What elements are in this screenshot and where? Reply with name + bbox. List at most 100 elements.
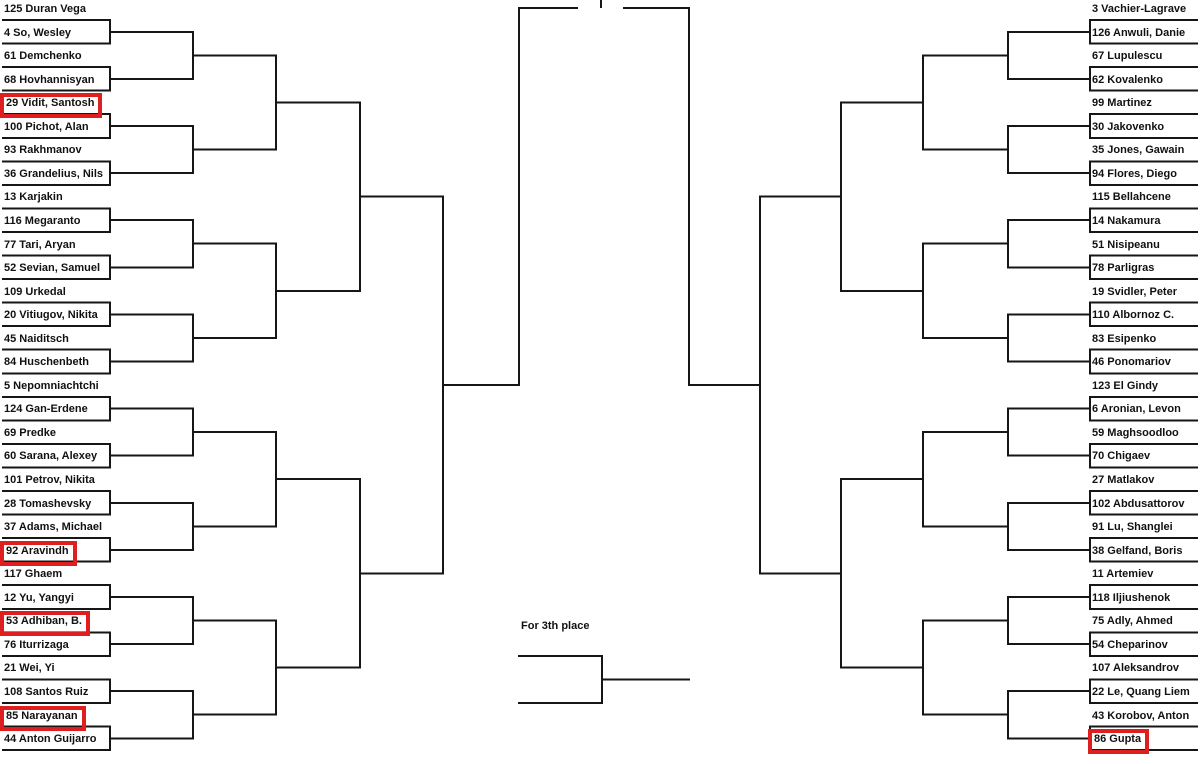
player-label: 36 Grandelius, Nils	[4, 167, 104, 180]
player-label: 117 Ghaem	[4, 568, 63, 581]
player-label: 76 Iturrizaga	[4, 638, 69, 651]
player-row: 91 Lu, Shanglei	[1090, 518, 1200, 538]
player-label: 20 Vitiugov, Nikita	[4, 309, 98, 322]
player-label: 62 Kovalenko	[1092, 73, 1163, 86]
player-label: 59 Maghsoodloo	[1092, 426, 1179, 439]
player-label-highlighted: 29 Vidit, Santosh	[0, 93, 103, 119]
player-row: 61 Demchenko	[2, 47, 112, 67]
player-row: 20 Vitiugov, Nikita	[2, 306, 112, 326]
player-row: 4 So, Wesley	[2, 24, 112, 44]
player-row: 43 Korobov, Anton	[1090, 707, 1200, 727]
player-row: 59 Maghsoodloo	[1090, 424, 1200, 444]
player-label: 45 Naiditsch	[4, 332, 69, 345]
player-label: 124 Gan-Erdene	[4, 403, 88, 416]
player-row: 76 Iturrizaga	[2, 636, 112, 656]
player-row: 27 Matlakov	[1090, 471, 1200, 491]
player-label: 5 Nepomniachtchi	[4, 379, 99, 392]
player-label: 116 Megaranto	[4, 214, 81, 227]
player-row: 110 Albornoz C.	[1090, 306, 1200, 326]
player-row: 123 El Gindy	[1090, 377, 1200, 397]
player-row: 70 Chigaev	[1090, 447, 1200, 467]
player-row: 21 Wei, Yi	[2, 659, 112, 679]
player-row: 13 Karjakin	[2, 188, 112, 208]
player-row: 99 Martinez	[1090, 94, 1200, 114]
player-row: 3 Vachier-Lagrave	[1090, 0, 1200, 20]
player-label: 107 Aleksandrov	[1092, 662, 1180, 675]
player-row: 101 Petrov, Nikita	[2, 471, 112, 491]
player-row: 117 Ghaem	[2, 565, 112, 585]
player-label: 99 Martinez	[1092, 97, 1152, 110]
player-label: 19 Svidler, Peter	[1092, 285, 1177, 298]
player-row: 75 Adly, Ahmed	[1090, 612, 1200, 632]
player-row: 28 Tomashevsky	[2, 495, 112, 515]
player-label: 43 Korobov, Anton	[1092, 709, 1190, 722]
player-label: 115 Bellahcene	[1092, 191, 1171, 204]
player-label: 126 Anwuli, Danie	[1092, 26, 1186, 39]
player-label: 3 Vachier-Lagrave	[1092, 3, 1187, 15]
third-place-label: For 3th place	[521, 620, 590, 632]
player-label: 93 Rakhmanov	[4, 144, 82, 157]
player-row: 102 Abdusattorov	[1090, 495, 1200, 515]
player-label: 67 Lupulescu	[1092, 50, 1163, 63]
player-row: 37 Adams, Michael	[2, 518, 112, 538]
player-row: 124 Gan-Erdene	[2, 400, 112, 420]
player-label: 68 Hovhannisyan	[4, 73, 95, 86]
player-row: 14 Nakamura	[1090, 212, 1200, 232]
player-row: 115 Bellahcene	[1090, 188, 1200, 208]
player-label: 28 Tomashevsky	[4, 497, 92, 510]
player-row: 5 Nepomniachtchi	[2, 377, 112, 397]
player-row: 126 Anwuli, Danie	[1090, 24, 1200, 44]
player-row: 29 Vidit, Santosh	[0, 93, 112, 119]
player-label: 101 Petrov, Nikita	[4, 474, 95, 486]
player-label: 70 Chigaev	[1092, 450, 1151, 463]
player-row: 92 Aravindh	[0, 540, 112, 566]
player-row: 125 Duran Vega	[2, 0, 112, 20]
player-row: 84 Huschenbeth	[2, 353, 112, 373]
player-label-highlighted: 85 Narayanan	[0, 705, 86, 731]
player-row: 52 Sevian, Samuel	[2, 259, 112, 279]
player-label-highlighted: 53 Adhiban, B.	[0, 611, 90, 637]
player-label: 60 Sarana, Alexey	[4, 450, 98, 463]
player-label: 61 Demchenko	[4, 50, 82, 63]
player-label: 35 Jones, Gawain	[1092, 144, 1185, 157]
player-row: 86 Gupta	[1088, 729, 1200, 755]
player-row: 116 Megaranto	[2, 212, 112, 232]
player-row: 118 Iljiushenok	[1090, 589, 1200, 609]
player-label: 38 Gelfand, Boris	[1092, 544, 1183, 557]
player-row: 53 Adhiban, B.	[0, 611, 112, 637]
player-label: 109 Urkedal	[4, 285, 66, 298]
player-row: 19 Svidler, Peter	[1090, 283, 1200, 303]
player-row: 44 Anton Guijarro	[2, 730, 112, 750]
player-label: 91 Lu, Shanglei	[1092, 521, 1173, 534]
player-label: 84 Huschenbeth	[4, 356, 89, 369]
player-row: 46 Ponomariov	[1090, 353, 1200, 373]
player-label: 37 Adams, Michael	[4, 521, 103, 534]
player-label: 46 Ponomariov	[1092, 356, 1171, 369]
player-row: 109 Urkedal	[2, 283, 112, 303]
player-label: 4 So, Wesley	[4, 26, 72, 39]
player-label-highlighted: 92 Aravindh	[0, 540, 77, 566]
player-label: 108 Santos Ruiz	[4, 685, 89, 698]
player-label: 44 Anton Guijarro	[4, 733, 97, 746]
player-label: 125 Duran Vega	[4, 3, 86, 15]
player-label: 22 Le, Quang Liem	[1092, 685, 1190, 698]
player-row: 35 Jones, Gawain	[1090, 141, 1200, 161]
player-row: 78 Parligras	[1090, 259, 1200, 279]
player-row: 100 Pichot, Alan	[2, 118, 112, 138]
player-row: 67 Lupulescu	[1090, 47, 1200, 67]
player-row: 45 Naiditsch	[2, 330, 112, 350]
player-label: 77 Tari, Aryan	[4, 238, 76, 251]
player-label: 54 Cheparinov	[1092, 638, 1168, 651]
player-label: 14 Nakamura	[1092, 214, 1161, 227]
player-label: 51 Nisipeanu	[1092, 238, 1160, 251]
player-label: 83 Esipenko	[1092, 332, 1157, 345]
player-row: 107 Aleksandrov	[1090, 659, 1200, 679]
player-label: 100 Pichot, Alan	[4, 120, 89, 133]
player-row: 85 Narayanan	[0, 705, 112, 731]
player-label: 6 Aronian, Levon	[1092, 403, 1181, 416]
player-label: 30 Jakovenko	[1092, 120, 1165, 133]
player-label: 94 Flores, Diego	[1092, 167, 1177, 180]
player-row: 108 Santos Ruiz	[2, 683, 112, 703]
